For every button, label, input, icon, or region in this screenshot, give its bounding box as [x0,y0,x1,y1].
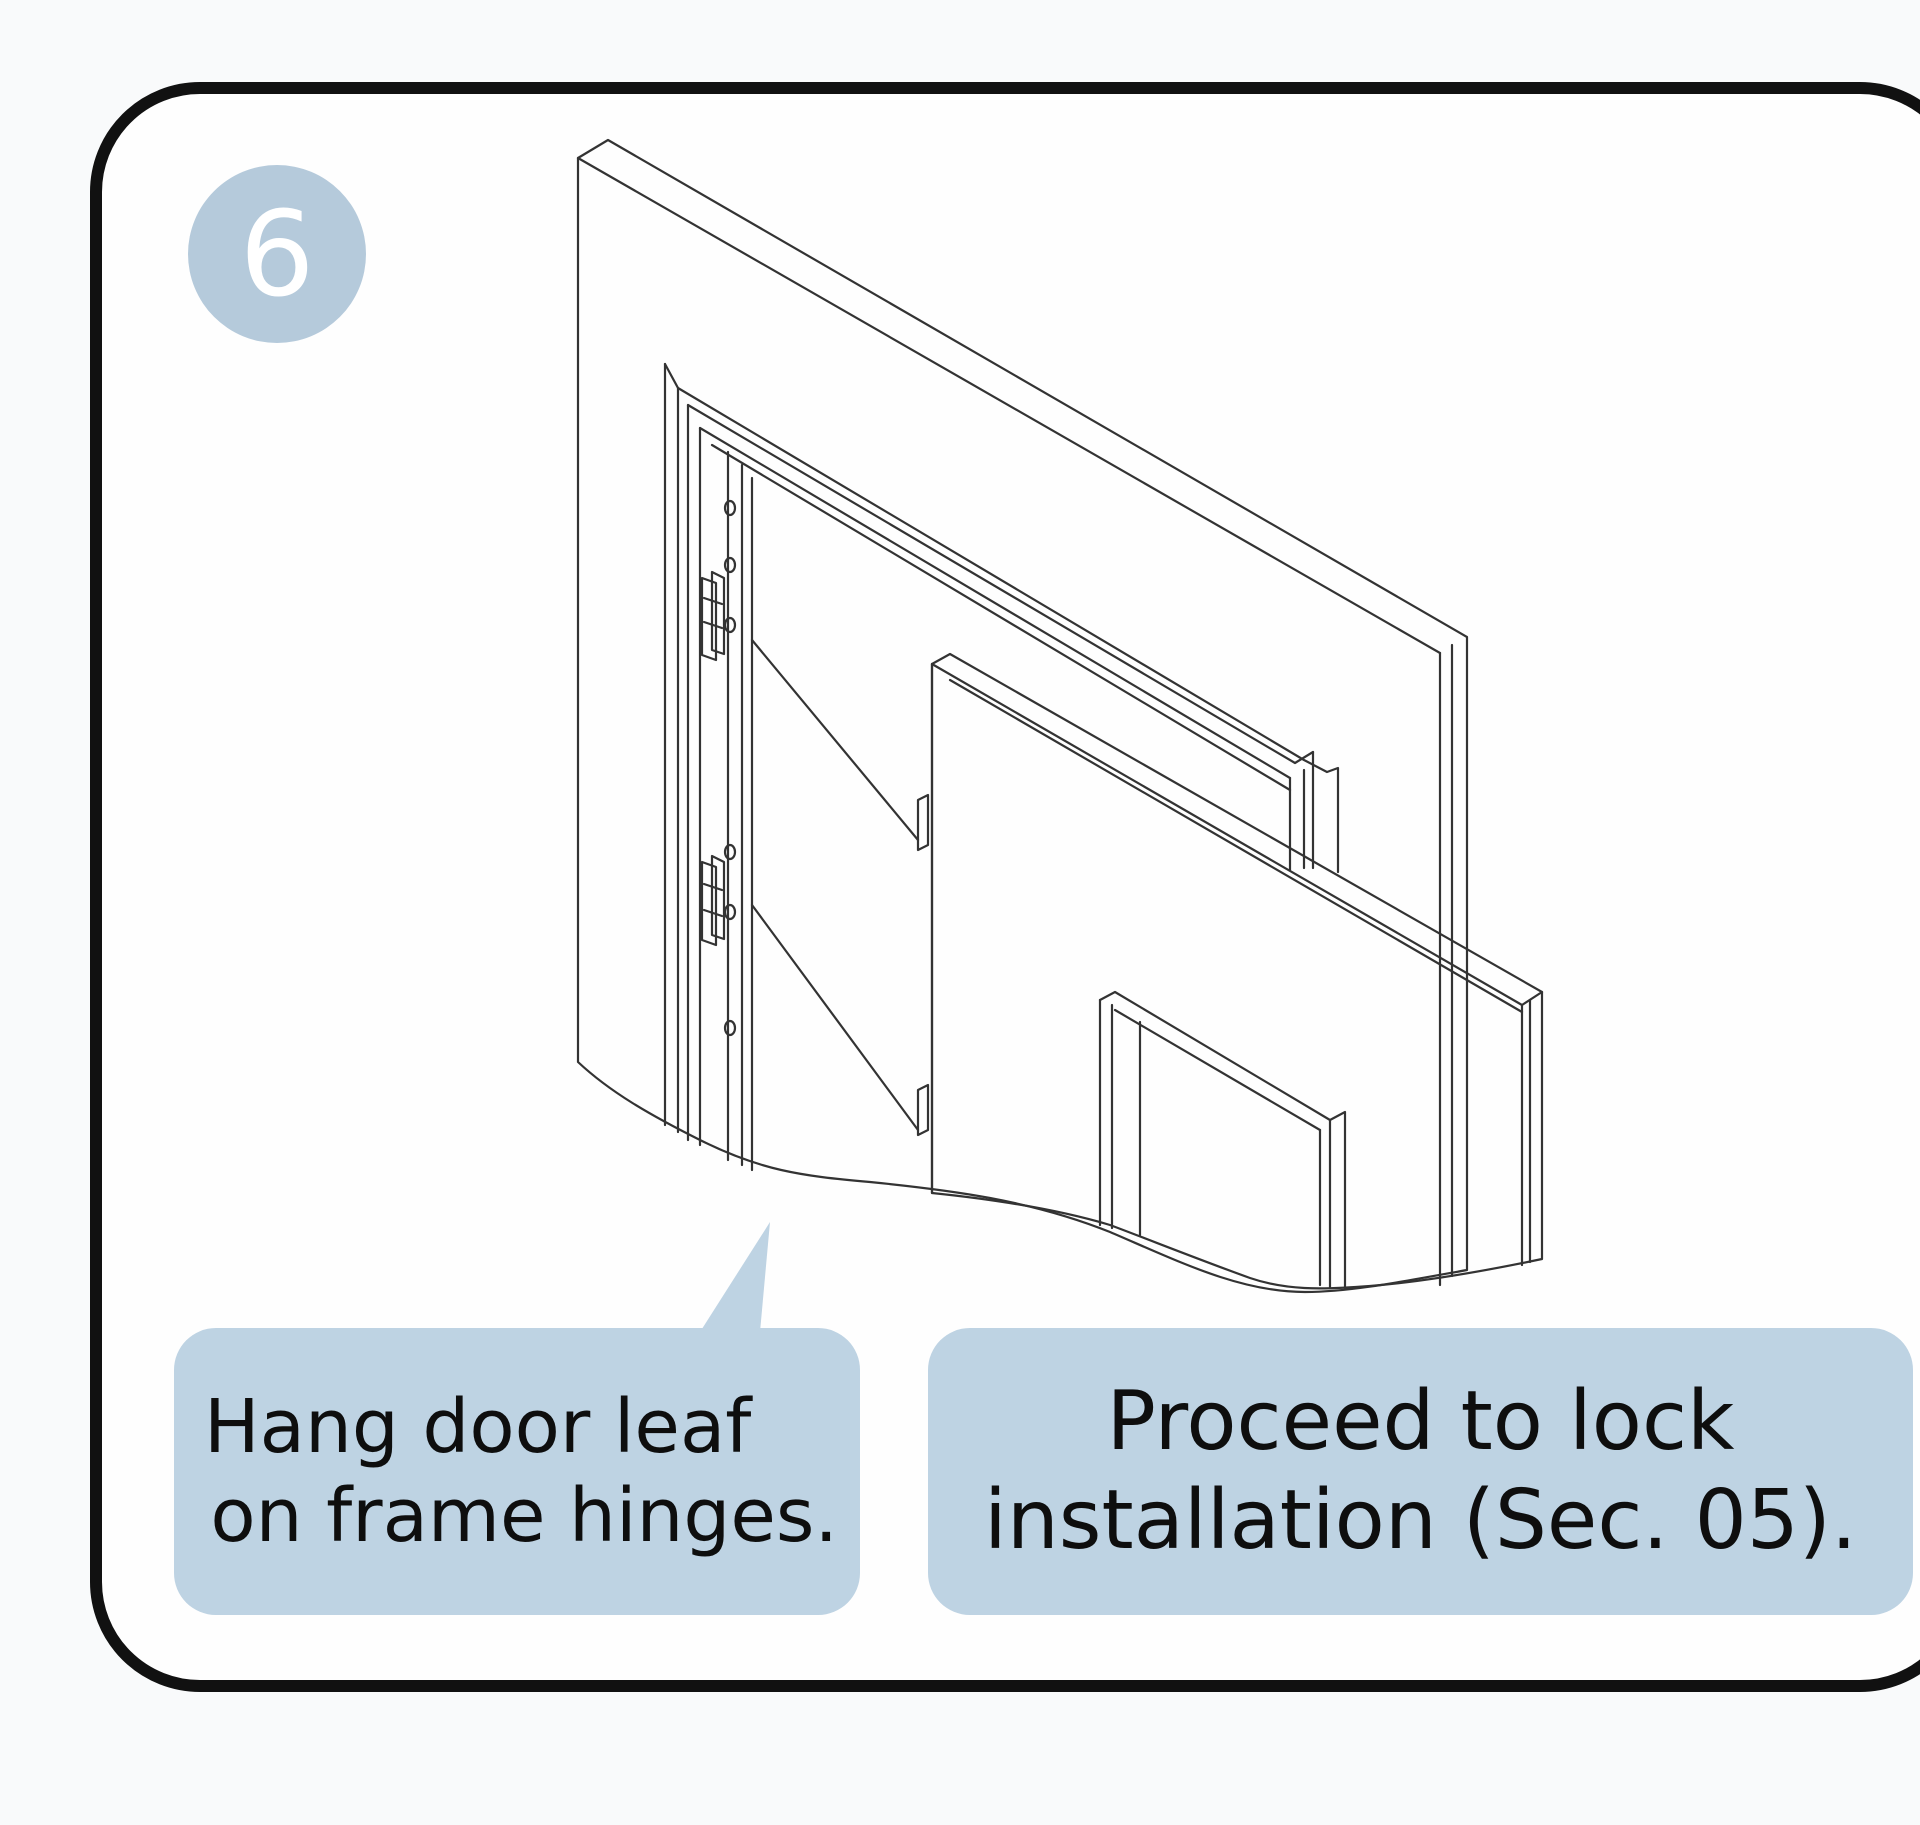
lower-hinge-knuckle [710,854,726,941]
door-frame-head-inner [698,426,1292,780]
door-leaf-top-edge [930,662,1544,1007]
door-trim [663,362,1340,874]
wall-edge-top [576,156,1442,655]
step-number-badge: 6 [188,165,366,343]
leaf-hinge-plate-upper [916,793,930,852]
screw-hole [723,499,737,517]
door-leaf-face [930,652,1544,1290]
next-step-callout: Proceed to lock installation (Sec. 05). [928,1328,1913,1615]
screw-hole [723,1019,737,1037]
next-step-callout-line2: installation (Sec. 05). [984,1472,1857,1568]
door-frame-head [686,403,1315,765]
alignment-line-upper [750,638,920,842]
screw-hole [723,903,737,921]
door-frame-head-inner-2 [710,443,1292,792]
screw-hole [723,556,737,574]
upper-hinge [700,576,718,662]
next-step-callout-line1: Proceed to lock [1106,1374,1735,1470]
door-leaf-top-edge-2 [948,678,1524,1014]
screw-hole [723,616,737,634]
leaf-hinge-plate-lower [916,1083,930,1137]
hang-door-callout-line2: on frame hinges. [210,1472,838,1559]
upper-hinge-knuckle [710,570,726,656]
alignment-line-lower [750,903,920,1132]
hang-door-callout-line1: Hang door leaf [204,1383,752,1470]
lower-frame-section-5 [1113,1008,1322,1132]
screw-hole [723,843,737,861]
hang-door-callout: Hang door leaf on frame hinges. [174,1328,860,1615]
step-number: 6 [239,185,315,323]
callout-pointer [700,1222,770,1332]
lower-hinge [700,860,718,947]
